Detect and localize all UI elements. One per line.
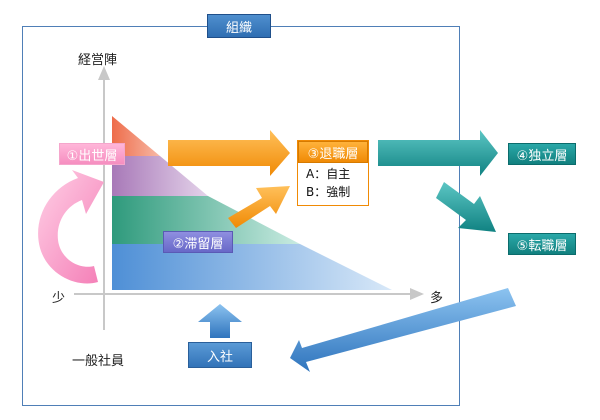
promotion-layer-label: ①出世層 (66, 148, 118, 164)
axis-label-staff: 一般社員 (72, 354, 125, 369)
layer-second (112, 156, 208, 196)
y-axis-arrowhead (98, 66, 110, 80)
arrow-promotion-to-retire (168, 130, 290, 176)
retire-option-a: A：自主 (306, 167, 351, 181)
axis-label-many: 多 (430, 291, 444, 306)
cycle-arrow (38, 170, 104, 284)
x-axis-arrowhead (410, 288, 424, 300)
layer-bottom (112, 244, 392, 290)
transfer-layer-box: ⑤転職層 (508, 233, 576, 255)
independent-layer-label: ④独立層 (516, 148, 568, 164)
arrow-return-to-join (290, 288, 516, 372)
retire-option-b: B：強制 (306, 185, 351, 199)
axis-label-executives: 経営陣 (78, 53, 118, 68)
retire-layer-label: ③退職層 (307, 146, 359, 162)
arrow-join-up (198, 304, 242, 338)
independent-layer-box: ④独立層 (508, 143, 576, 165)
retire-layer-panel: ③退職層 A：自主 B：強制 (297, 140, 369, 206)
stagnant-layer-box: ②滞留層 (163, 231, 233, 253)
arrow-retire-to-independent (378, 130, 498, 176)
layer-third (112, 196, 300, 244)
transfer-layer-label: ⑤転職層 (516, 238, 568, 254)
retire-layer-header: ③退職層 (298, 141, 368, 163)
promotion-layer-box: ①出世層 (59, 143, 125, 165)
join-company-label: 入社 (206, 349, 233, 365)
org-title: 組織 (225, 20, 252, 36)
stagnant-layer-label: ②滞留層 (172, 236, 224, 252)
arrow-stagnant-to-retire (228, 186, 290, 228)
org-title-box: 組織 (207, 14, 271, 38)
join-company-box: 入社 (188, 342, 252, 368)
arrow-retire-to-transfer (436, 182, 496, 232)
axis-label-few: 少 (52, 291, 66, 306)
